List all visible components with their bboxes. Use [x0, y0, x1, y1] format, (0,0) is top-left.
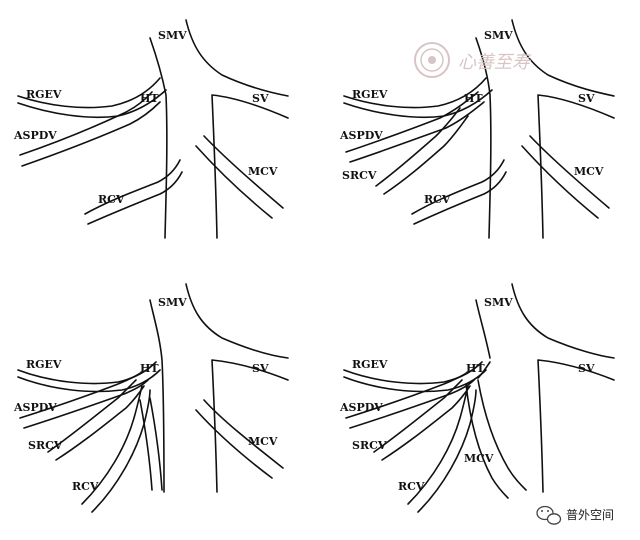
smv-vessel [185, 283, 289, 359]
label-smv: SMV [158, 296, 187, 309]
label-ht: HT [464, 92, 483, 105]
label-rgev: RGEV [26, 358, 62, 371]
sv-vessel [211, 359, 289, 493]
panel-1: SMV SV RGEV HT ASPDV RCV MCV [13, 19, 289, 239]
seal-text: 心善至寿 [458, 52, 532, 73]
label-aspdv: ASPDV [339, 401, 383, 414]
aspdv-vessel [21, 101, 161, 167]
smv-vessel [475, 37, 492, 239]
label-ht: HT [466, 362, 485, 375]
rgev-vessel [17, 369, 161, 393]
rgev-vessel [17, 361, 157, 385]
label-rcv: RCV [98, 193, 125, 206]
smv-vessel [475, 299, 491, 359]
mcv-vessel [195, 409, 273, 479]
label-rgev: RGEV [352, 358, 388, 371]
srcv-vessel [55, 385, 145, 461]
rgev-vessel [343, 361, 483, 385]
rgev-vessel [343, 369, 487, 393]
rcv-vessel [87, 171, 183, 225]
rgev-vessel [343, 77, 487, 109]
rcv-vessel [413, 171, 507, 225]
aspdv-vessel [19, 371, 143, 419]
label-ht: HT [140, 92, 159, 105]
label-rgev: RGEV [26, 88, 62, 101]
wechat-icon [536, 505, 562, 525]
srcv-vessel [383, 115, 469, 195]
label-aspdv: ASPDV [13, 129, 57, 142]
rcv-vessel [81, 385, 143, 505]
wechat-watermark: 普外空间 [536, 505, 614, 525]
sv-vessel [537, 94, 615, 239]
label-mcv: MCV [248, 435, 278, 448]
label-smv: SMV [484, 296, 513, 309]
mcv-vessel [149, 397, 163, 491]
label-ht: HT [140, 362, 159, 375]
mcv-vessel [203, 399, 284, 469]
panel-3: SMV SV RGEV HT ASPDV SRCV RCV MCV [13, 283, 289, 513]
panel-4: SMV SV RGEV HT ASPDV SRCV RCV MCV [339, 283, 615, 513]
label-rcv: RCV [72, 480, 99, 493]
rgev-vessel [17, 89, 167, 119]
mcv-vessel [477, 379, 527, 491]
label-sv: SV [578, 92, 595, 105]
smv-vessel [511, 19, 615, 97]
label-aspdv: ASPDV [339, 129, 383, 142]
srcv-vessel [381, 385, 471, 461]
label-smv: SMV [158, 29, 187, 42]
label-srcv: SRCV [28, 439, 63, 452]
rcv-vessel [407, 385, 469, 505]
label-mcv: MCV [574, 165, 604, 178]
sv-vessel [537, 359, 615, 493]
aspdv-vessel [345, 91, 479, 153]
smv-vessel [149, 299, 165, 493]
label-mcv: MCV [248, 165, 278, 178]
label-aspdv: ASPDV [13, 401, 57, 414]
label-rgev: RGEV [352, 88, 388, 101]
sv-vessel [211, 94, 289, 239]
srcv-vessel [47, 379, 137, 453]
rcv-vessel [417, 389, 477, 513]
mcv-vessel [203, 135, 284, 209]
label-srcv: SRCV [342, 169, 377, 182]
mcv-vessel [521, 145, 599, 219]
rcv-vessel [91, 389, 151, 513]
rcv-vessel [84, 159, 181, 215]
label-mcv: MCV [464, 452, 494, 465]
label-rcv: RCV [398, 480, 425, 493]
label-sv: SV [252, 362, 269, 375]
seal-stamp-icon: 心善至寿 [414, 42, 532, 78]
mcv-vessel [529, 135, 610, 209]
panel-2: SMV SV RGEV HT ASPDV SRCV RCV MCV [339, 19, 615, 239]
smv-vessel [511, 283, 615, 359]
rgev-vessel [17, 77, 161, 109]
srcv-vessel [373, 379, 463, 453]
label-srcv: SRCV [352, 439, 387, 452]
mcv-vessel [477, 361, 491, 379]
label-sv: SV [578, 362, 595, 375]
label-smv: SMV [484, 29, 513, 42]
rcv-vessel [411, 159, 505, 215]
rgev-vessel [343, 89, 493, 119]
label-rcv: RCV [424, 193, 451, 206]
mcv-vessel [195, 145, 273, 219]
aspdv-vessel [19, 91, 153, 156]
mcv-vessel [139, 399, 153, 491]
wechat-account-name: 普外空间 [566, 508, 614, 522]
smv-vessel [149, 37, 168, 239]
mcv-vessel [465, 383, 509, 499]
srcv-vessel [375, 107, 461, 187]
smv-vessel [185, 19, 289, 97]
aspdv-vessel [345, 371, 469, 419]
label-sv: SV [252, 92, 269, 105]
